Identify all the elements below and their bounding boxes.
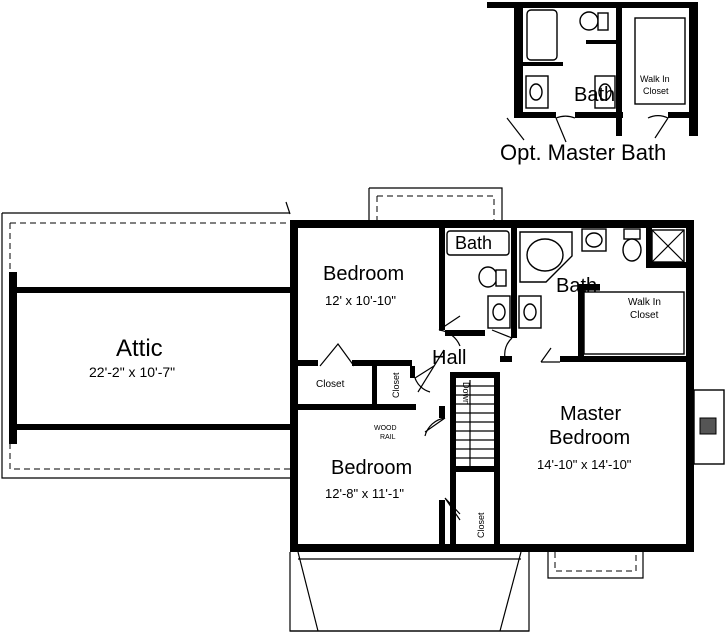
exterior-walls xyxy=(289,187,725,632)
attic-area xyxy=(1,201,291,479)
closet-left-label: Closet xyxy=(316,379,345,390)
bath-small-label: Bath xyxy=(455,233,492,253)
bathtub-icon xyxy=(446,230,510,256)
inset-closet-label-1: Walk In xyxy=(640,74,670,84)
chimney-icon xyxy=(699,417,717,435)
bathtub-icon xyxy=(526,9,558,61)
inset-bath-label: Bath xyxy=(574,84,615,106)
bath-master-label: Bath xyxy=(556,275,597,297)
toilet-icon xyxy=(622,238,642,262)
staircase xyxy=(456,380,494,466)
hall-label: Hall xyxy=(432,347,466,369)
wic-label-1: Walk In xyxy=(628,297,661,308)
toilet-icon xyxy=(579,11,599,31)
closet-vertical-label: Closet xyxy=(391,372,401,398)
door-swing-icon xyxy=(555,115,576,143)
stair-down-label: Down xyxy=(461,382,471,405)
toilet-icon xyxy=(478,266,498,288)
closet-stair-label: Closet xyxy=(476,512,486,538)
attic-size: 22'-2" x 10'-7" xyxy=(89,364,175,380)
bath-fixtures xyxy=(446,228,685,355)
bedroom1-name: Bedroom xyxy=(323,263,404,285)
interior-walls xyxy=(298,228,686,548)
closet-shelf-icon xyxy=(583,291,685,355)
inset-caption: Opt. Master Bath xyxy=(500,140,666,165)
wood-rail-label-2: RAIL xyxy=(380,434,396,441)
doors xyxy=(319,289,613,521)
master-name-1: Master xyxy=(560,403,621,425)
closet-shelf-icon xyxy=(634,17,686,105)
inset-optional-master-bath: Bath Walk In Closet Opt. Master Bath xyxy=(487,2,698,165)
bedroom1-size: 12' x 10'-10" xyxy=(325,293,396,308)
bedroom2-name: Bedroom xyxy=(331,457,412,479)
bedroom2-size: 12'-8" x 11'-1" xyxy=(325,486,404,501)
door-swing-icon xyxy=(647,114,669,139)
attic-name: Attic xyxy=(116,335,163,362)
master-size: 14'-10" x 14'-10" xyxy=(537,457,632,472)
bifold-door-icon xyxy=(319,343,355,367)
wic-label-2: Closet xyxy=(630,310,659,321)
wood-rail-label-1: WOOD xyxy=(374,425,397,432)
master-name-2: Bedroom xyxy=(549,427,630,449)
inset-closet-label-2: Closet xyxy=(643,86,669,96)
